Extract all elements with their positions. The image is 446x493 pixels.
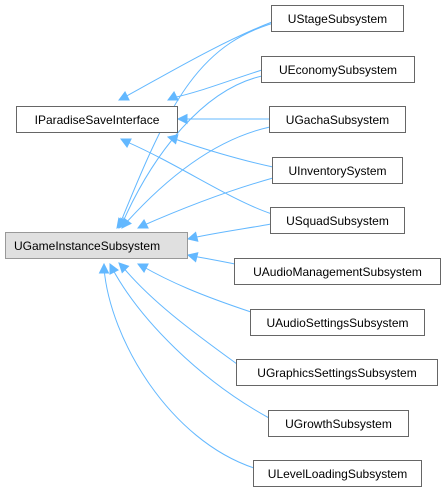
edge-squad-isave-arrowhead bbox=[120, 138, 132, 148]
edge-audiomgmt-ugis bbox=[191, 255, 236, 265]
edge-economy-ugis bbox=[121, 75, 263, 225]
edge-gacha-isave-arrowhead bbox=[176, 113, 188, 125]
edge-economy-isave bbox=[171, 69, 263, 99]
edge-squad-isave bbox=[124, 140, 273, 215]
edge-inventory-ugis bbox=[141, 177, 274, 227]
edge-stage-isave bbox=[122, 21, 273, 99]
node-ueconomy-subsystem[interactable]: UEconomySubsystem bbox=[261, 56, 415, 83]
edge-graphics-ugis bbox=[121, 265, 238, 365]
edge-audiomgmt-ugis-arrowhead bbox=[186, 252, 199, 263]
node-ugacha-subsystem[interactable]: UGachaSubsystem bbox=[269, 106, 406, 133]
edge-inventory-ugis-arrowhead bbox=[137, 219, 149, 229]
node-ugame-instance-subsystem[interactable]: UGameInstanceSubsystem bbox=[5, 232, 188, 259]
node-usquad-subsystem[interactable]: USquadSubsystem bbox=[270, 207, 405, 234]
edge-gacha-ugis-arrowhead bbox=[121, 217, 132, 229]
node-ugrowth-subsystem[interactable]: UGrowthSubsystem bbox=[268, 410, 409, 437]
edge-gacha-ugis bbox=[124, 126, 271, 225]
node-ulevel-loading-subsystem[interactable]: ULevelLoadingSubsystem bbox=[253, 460, 422, 487]
node-ugraphics-settings-subsystem[interactable]: UGraphicsSettingsSubsystem bbox=[236, 359, 438, 386]
edge-inventory-isave bbox=[171, 137, 274, 168]
node-iparadise-save-interface[interactable]: IParadiseSaveInterface bbox=[16, 106, 178, 133]
edge-stage-isave-arrowhead bbox=[117, 91, 130, 101]
edge-audioset-ugis-arrowhead bbox=[136, 263, 149, 273]
edge-squad-ugis-arrowhead bbox=[186, 231, 199, 242]
node-uinventory-system[interactable]: UInventorySystem bbox=[272, 157, 403, 184]
node-ustage-subsystem[interactable]: UStageSubsystem bbox=[271, 5, 404, 32]
edge-audioset-ugis bbox=[141, 265, 252, 313]
edge-growth-ugis-arrowhead bbox=[109, 262, 119, 275]
edge-economy-isave-arrowhead bbox=[166, 91, 179, 101]
edge-levelload-ugis bbox=[103, 267, 255, 469]
edge-squad-ugis bbox=[191, 223, 272, 239]
edge-graphics-ugis-arrowhead bbox=[118, 262, 130, 274]
edge-growth-ugis bbox=[111, 267, 270, 419]
edge-levelload-ugis-arrowhead bbox=[98, 262, 110, 274]
node-uaudio-settings-subsystem[interactable]: UAudioSettingsSubsystem bbox=[250, 309, 425, 336]
node-uaudio-management-subsystem[interactable]: UAudioManagementSubsystem bbox=[234, 258, 441, 285]
edge-stage-ugis bbox=[119, 19, 286, 225]
